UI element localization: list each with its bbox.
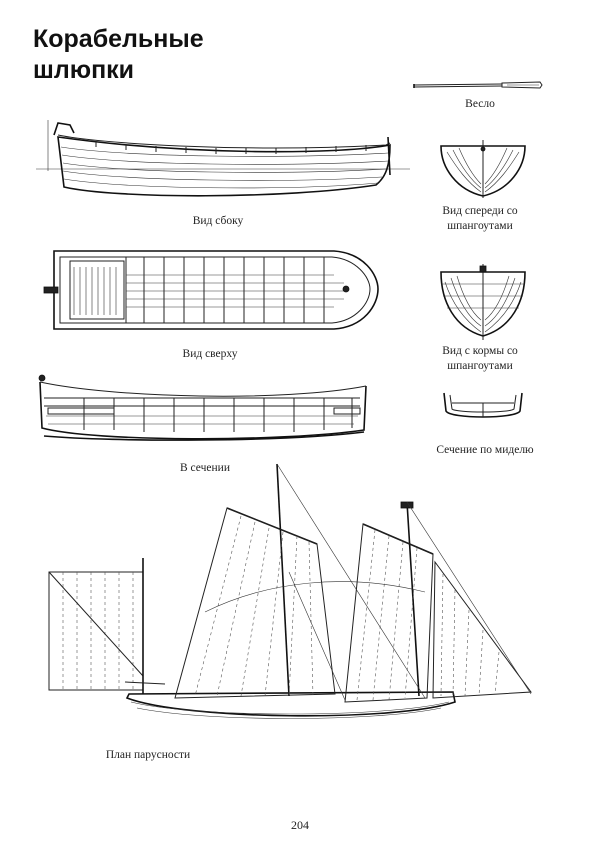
page-title-line-2: шлюпки [33, 56, 135, 84]
oar-caption: Весло [465, 98, 495, 110]
midship-section-caption: Сечение по миделю [436, 444, 534, 456]
page-title-line-1: Корабельные [33, 25, 204, 53]
page-title: Корабельные шлюпки [33, 24, 204, 86]
stern-view-caption: Вид с кормы со шпангоутами [425, 344, 535, 374]
front-view-drawing [440, 140, 526, 198]
sail-plan-drawing [48, 463, 532, 719]
front-view-caption: Вид спереди со шпангоутами [425, 204, 535, 234]
sail-plan-caption: План парусности [105, 749, 191, 761]
oar-drawing [413, 81, 543, 89]
section-view-drawing [38, 374, 367, 441]
side-view-caption: Вид сбоку [192, 215, 244, 227]
front-view-caption-line-1: Вид спереди со [442, 205, 518, 217]
stern-view-caption-line-1: Вид с кормы со [442, 345, 518, 357]
side-view-drawing [36, 120, 410, 197]
top-view-caption: Вид сверху [182, 348, 238, 360]
front-view-caption-line-2: шпангоутами [447, 220, 513, 232]
stern-view-caption-line-2: шпангоутами [447, 360, 513, 372]
page-number: 204 [291, 818, 309, 832]
stern-view-drawing [440, 264, 526, 340]
top-view-drawing [43, 250, 379, 330]
midship-section-drawing [443, 392, 523, 418]
section-view-caption: В сечении [180, 462, 230, 474]
